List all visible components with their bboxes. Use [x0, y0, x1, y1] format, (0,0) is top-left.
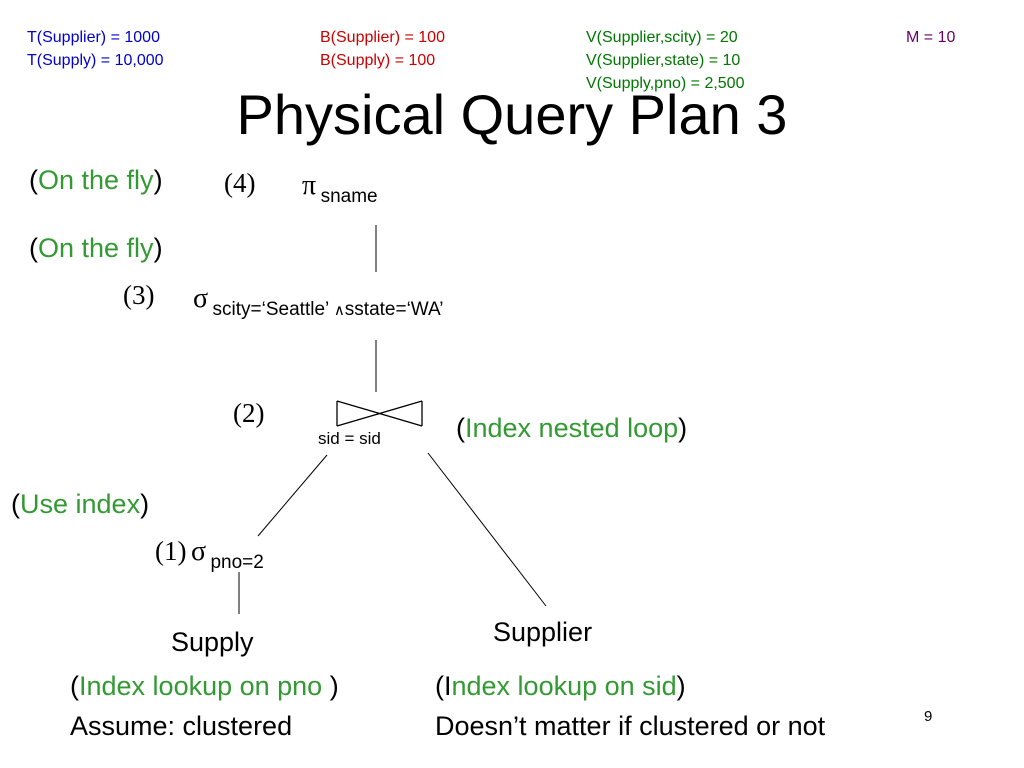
sigma-symbol: σ [190, 536, 207, 567]
select-city-annotation-text: On the fly [38, 233, 154, 263]
pi-symbol: π [302, 170, 317, 201]
supplier-annotation: (Index lookup on sid) [435, 671, 686, 701]
join-annotation-text: Index nested loop [465, 413, 679, 443]
supplier-annotation-text: ndex lookup on sid [451, 671, 677, 701]
select-pno-annotation-text: Use index [20, 489, 141, 519]
supply-relation: Supply [171, 627, 254, 657]
supply-note: Assume: clustered [70, 711, 293, 741]
page-number: 9 [924, 708, 933, 725]
sigma-symbol: σ [193, 283, 209, 314]
supplier-note: Doesn’t matter if clustered or not [435, 711, 826, 741]
join-condition: sid = sid [318, 429, 381, 448]
stat-v-state: V(Supplier,state) = 10 [586, 52, 741, 69]
select-city-step-number: (3) [123, 280, 155, 310]
stat-b-supplier: B(Supplier) = 100 [320, 29, 445, 46]
supplier-relation: Supplier [493, 617, 593, 647]
stat-b-supply: B(Supply) = 100 [320, 52, 436, 69]
select-pno-annotation: (Use index) [11, 489, 150, 519]
edge-join-left [257, 454, 328, 537]
select-pno-step-number: (1) [155, 536, 187, 566]
select-pno-operator: (1) σ pno=2 [155, 536, 264, 573]
page-title: Physical Query Plan 3 [236, 83, 788, 146]
stat-t-supplier: T(Supplier) = 1000 [27, 29, 160, 46]
stat-v-scity: V(Supplier,scity) = 20 [586, 29, 738, 46]
stats-col-tuples: T(Supplier) = 1000 T(Supply) = 10,000 [27, 26, 164, 72]
stats-col-distinct: V(Supplier,scity) = 20 V(Supplier,state)… [586, 26, 744, 95]
select-city-operator: σ scity=‘Seattle’ ∧sstate=‘WA’ [193, 283, 444, 320]
stats-col-blocks: B(Supplier) = 100 B(Supply) = 100 [320, 26, 445, 72]
logical-and-symbol: ∧ [333, 302, 345, 319]
select-city-condition: scity=‘Seattle’ ∧sstate=‘WA’ [212, 299, 444, 320]
stat-t-supply: T(Supply) = 10,000 [27, 52, 164, 69]
stat-memory: M = 10 [906, 29, 956, 46]
join-step-number: (2) [233, 398, 265, 428]
stat-v-pno: V(Supply,pno) = 2,500 [586, 75, 745, 92]
select-city-annotation: (On the fly) [29, 233, 163, 263]
edge-join-right [427, 452, 547, 607]
select-pno-condition: pno=2 [210, 552, 264, 573]
project-step-number: (4) [224, 168, 256, 198]
project-operator: π sname [302, 170, 378, 207]
supply-annotation-text: Index lookup on pno [79, 671, 330, 701]
project-attribute: sname [320, 186, 378, 207]
project-annotation-text: On the fly [38, 165, 154, 195]
supply-annotation: (Index lookup on pno ) [70, 671, 339, 701]
join-bowtie-icon [336, 400, 423, 427]
project-annotation: (On the fly) [29, 165, 163, 195]
join-annotation: (Index nested loop) [456, 413, 688, 443]
